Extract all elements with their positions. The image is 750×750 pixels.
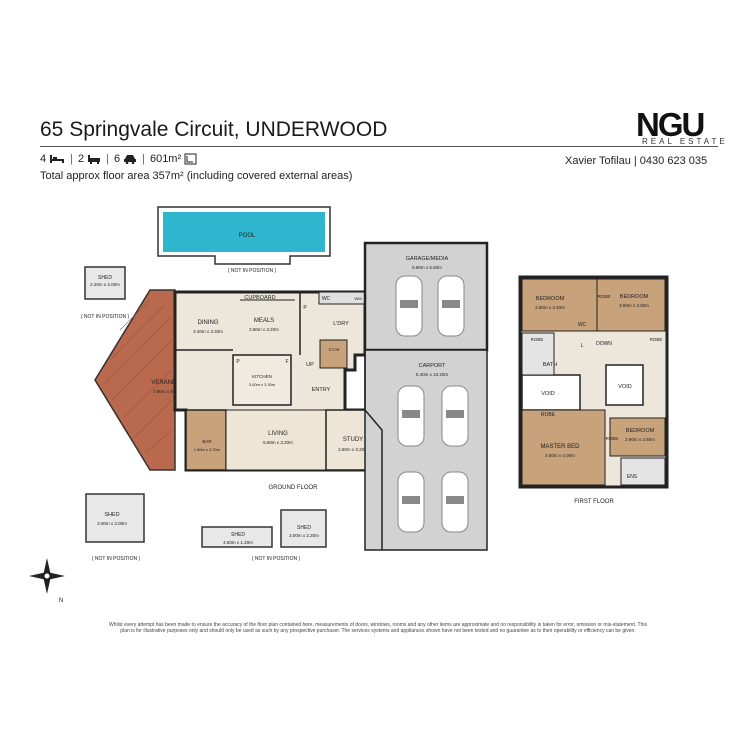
shed-a: SHED 2.20m x 2.00m ( NOT IN POSITION )	[81, 266, 130, 320]
study-dim: 2.60m x 3.20m	[338, 447, 368, 452]
pantry-label-2: P	[236, 359, 240, 365]
ground-floor-label: GROUND FLOOR	[268, 485, 318, 491]
carport-label: CARPORT	[419, 363, 446, 369]
header-divider	[40, 146, 718, 147]
shed-c-label: SHED	[231, 532, 245, 538]
robe-4-label: ROBE	[541, 412, 556, 418]
garage-dim: 5.80m x 5.60m	[412, 265, 442, 270]
dining-label: DINING	[198, 320, 219, 326]
first-floor-label: FIRST FLOOR	[574, 499, 614, 505]
floor-area-text: Total approx floor area 357m² (including…	[40, 170, 353, 182]
shed-a-dim: 2.20m x 2.00m	[90, 282, 120, 287]
beds-count: 4	[40, 153, 47, 165]
linen-label: L	[581, 343, 584, 349]
cupboard-label: CUPBOARD	[244, 295, 275, 301]
pantry-label: P	[303, 305, 307, 311]
shed-c-dim: 4.50m x 1.20m	[223, 540, 253, 545]
verandah-label: VERANDAH	[151, 380, 184, 386]
stairs-up-label: UP	[306, 362, 314, 368]
robe-3-label: ROBE	[650, 337, 663, 342]
disclaimer-text: Whilst every attempt has been made to en…	[109, 622, 647, 634]
robe-2-label: ROBE	[531, 337, 544, 342]
logo-wordmark: NGU	[636, 108, 704, 140]
land-size: 601m²	[149, 153, 182, 165]
bedroom-2-label: BEDROOM	[620, 294, 649, 300]
dining-dim: 3.40m x 3.30m	[193, 329, 223, 334]
baths-count: 2	[77, 153, 85, 165]
bedroom-3-dim: 2.90m x 2.50m	[625, 437, 655, 442]
fridge-label: F	[285, 359, 288, 365]
shed-cd-not-in-position: ( NOT IN POSITION )	[252, 556, 301, 562]
robe-5-label: ROBE	[606, 436, 619, 441]
wm-label: WM	[354, 296, 361, 301]
master-bed-label: MASTER BED	[540, 444, 580, 450]
bedroom-2-dim: 3.60m x 3.00m	[619, 303, 649, 308]
shed-c-d: SHED 4.50m x 1.20m SHED 3.00m x 2.20m ( …	[201, 509, 327, 562]
wc-label: WC	[322, 296, 331, 302]
carport-dim: 5.40m x 10.20m	[416, 372, 449, 377]
pool-area: POOL ( NOT IN POSITION )	[157, 206, 331, 274]
master-bed-dim: 4.50m x 4.00m	[545, 453, 575, 458]
agent-contact: Xavier Tofilau | 0430 623 035	[565, 155, 708, 167]
brand-logo: NGU	[636, 106, 716, 143]
entry-label: ENTRY	[312, 387, 331, 393]
car-icon	[124, 155, 137, 164]
bedroom-1-label: BEDROOM	[536, 296, 565, 302]
bedroom-1-dim: 2.90m x 3.40m	[535, 305, 565, 310]
pool-label: POOL	[239, 233, 256, 239]
stairs-down-label: DOWN	[596, 341, 612, 347]
page-title: 65 Springvale Circuit, UNDERWOOD	[40, 118, 388, 141]
svg-text:N: N	[59, 598, 63, 604]
bath-label: BATH	[543, 362, 557, 368]
robe-1-label: ROBE	[598, 294, 611, 299]
meals-dim: 3.80m x 3.20m	[249, 327, 279, 332]
laundry-label: L'DRY	[333, 321, 349, 327]
bed-icon	[50, 155, 65, 163]
land-icon	[184, 153, 197, 165]
meals-label: MEALS	[254, 318, 274, 324]
shed-b-not-in-position: ( NOT IN POSITION )	[92, 556, 141, 562]
verandah: VERANDAH 7.80m x 9.50m	[94, 289, 185, 471]
pool-not-in-position: ( NOT IN POSITION )	[228, 268, 277, 274]
garage-carport: GARAGE/MEDIA 5.80m x 5.60m CARPORT 5.40m…	[363, 241, 489, 551]
void-2-label: VOID	[618, 384, 631, 390]
shed-b-label: SHED	[104, 512, 119, 518]
bar-label: BAR	[202, 439, 212, 444]
kitchen-dim: 3.00m x 3.30m	[249, 382, 276, 387]
garage-label: GARAGE/MEDIA	[406, 256, 449, 262]
bath-icon	[88, 155, 101, 164]
bar-dim: 1.80m x 3.20m	[194, 447, 221, 452]
void-1-label: VOID	[541, 391, 554, 397]
shed-d-dim: 3.00m x 2.20m	[289, 533, 319, 538]
logo-subtitle: REAL ESTATE	[642, 137, 728, 146]
first-floor: BEDROOM 2.90m x 3.40m WC ROBE BEDROOM 3.…	[518, 275, 669, 505]
store-label: STOR	[328, 347, 339, 352]
bedroom-3-label: BEDROOM	[626, 428, 655, 434]
study-label: STUDY	[343, 437, 363, 443]
cars-count: 6	[113, 153, 121, 165]
living-label: LIVING	[268, 431, 288, 437]
ground-floor-house: CUPBOARD WC WM DINING 3.40m x 3.30m MEAL…	[173, 290, 384, 491]
shed-d-label: SHED	[297, 525, 311, 531]
shed-b-dim: 3.00m x 3.00m	[97, 521, 127, 526]
property-stats: 4 | 2 | 6 | 601m²	[40, 153, 197, 165]
living-dim: 5.60m x 3.20m	[263, 440, 293, 445]
verandah-dim: 7.80m x 9.50m	[153, 389, 183, 394]
ensuite-label: ENS	[627, 474, 638, 480]
compass-icon: N	[29, 558, 65, 604]
shed-b: SHED 3.00m x 3.00m ( NOT IN POSITION )	[85, 493, 145, 562]
kitchen-label: KITCHEN	[252, 374, 272, 379]
first-wc-label: WC	[578, 322, 587, 328]
shed-a-label: SHED	[98, 275, 112, 281]
shed-a-not-in-position: ( NOT IN POSITION )	[81, 314, 130, 320]
